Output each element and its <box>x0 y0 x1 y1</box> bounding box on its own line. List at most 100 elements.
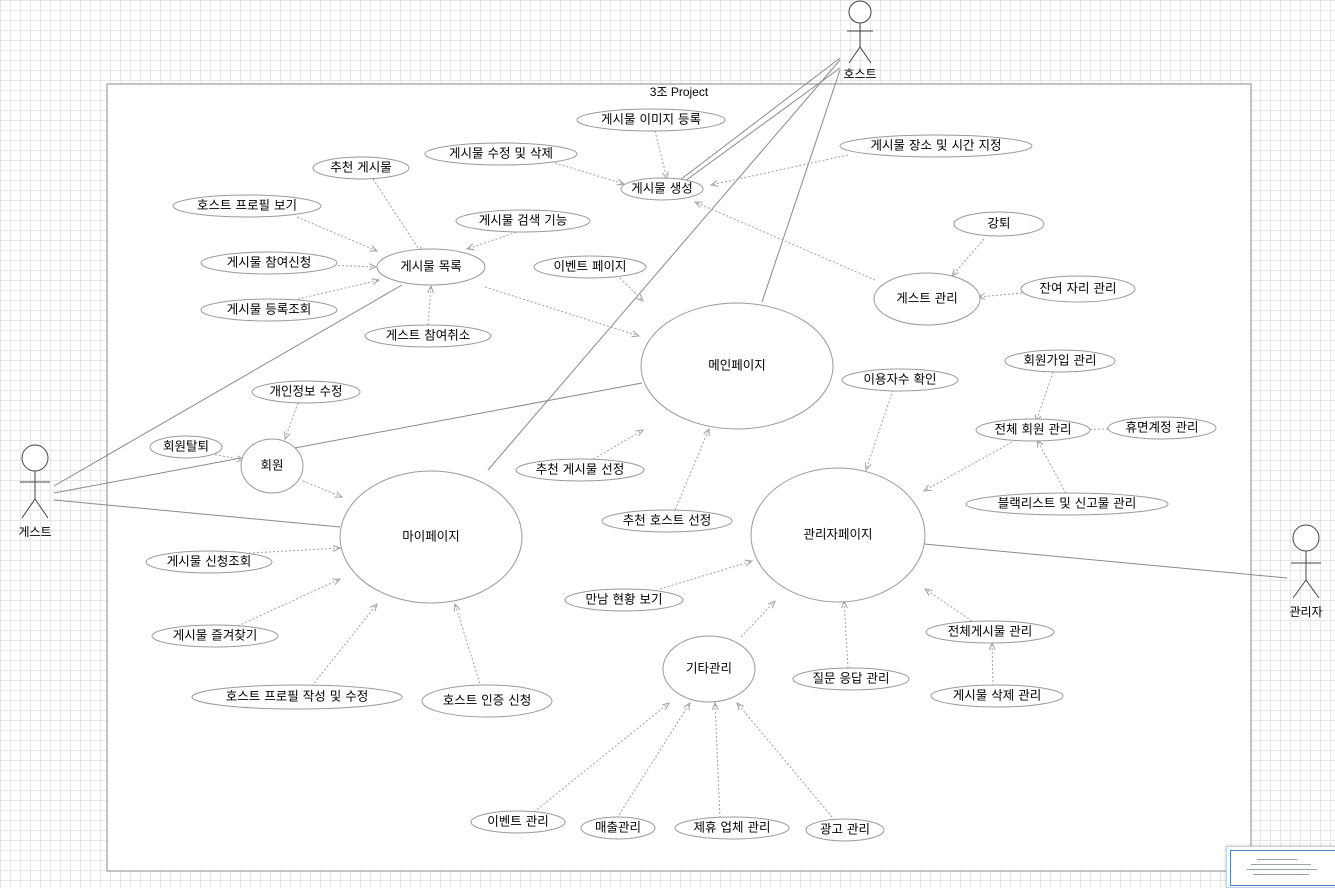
svg-text:게시물 즐겨찾기: 게시물 즐겨찾기 <box>173 628 257 643</box>
uc-personal-info-edit[interactable]: 개인정보 수정 <box>251 380 361 404</box>
system-title: 3조 Project <box>650 85 709 99</box>
svg-text:게시물 목록: 게시물 목록 <box>400 259 461 274</box>
assoc-host-main <box>761 69 841 303</box>
uc-recommended-posts[interactable]: 추천 게시물 <box>312 156 410 180</box>
uc-recommended-host-select[interactable]: 추천 호스트 선정 <box>601 509 733 533</box>
uc-partner-manage[interactable]: 제휴 업체 관리 <box>674 816 790 840</box>
assoc-host-mypage <box>487 59 841 471</box>
svg-text:휴면계정 관리: 휴면계정 관리 <box>1126 420 1199 435</box>
uc-kick[interactable]: 강퇴 <box>953 211 1045 237</box>
svg-text:제휴 업체 관리: 제휴 업체 관리 <box>694 820 771 835</box>
minimap-line <box>1257 859 1297 860</box>
uc-post-registration-view[interactable]: 게시물 등록조회 <box>200 298 338 322</box>
assoc-guest-list <box>53 284 403 487</box>
svg-text:게시물 수정 및 삭제: 게시물 수정 및 삭제 <box>449 146 553 161</box>
svg-text:회원: 회원 <box>260 458 283 473</box>
svg-text:회원가입 관리: 회원가입 관리 <box>1024 353 1097 368</box>
uc-user-count[interactable]: 이용자수 확인 <box>841 368 959 392</box>
svg-text:게시물 검색 기능: 게시물 검색 기능 <box>479 213 567 228</box>
svg-text:호스트 프로필 작성 및 수정: 호스트 프로필 작성 및 수정 <box>226 689 368 704</box>
uc-guest-cancel[interactable]: 게스트 참여취소 <box>364 324 492 348</box>
uc-host-verify[interactable]: 호스트 인증 신청 <box>421 684 553 718</box>
svg-text:게스트 관리: 게스트 관리 <box>896 291 957 306</box>
assoc-host-post-create <box>679 57 841 181</box>
minimap-line <box>1247 869 1317 870</box>
uc-all-member-manage[interactable]: 전체 회원 관리 <box>975 418 1091 442</box>
uc-dormant-manage[interactable]: 휴면계정 관리 <box>1107 416 1217 440</box>
svg-text:전체게시물 관리: 전체게시물 관리 <box>948 624 1032 639</box>
uc-withdraw[interactable]: 회원탈퇴 <box>149 435 223 459</box>
association-lines <box>53 57 1288 579</box>
assoc-admin-adminpage <box>923 543 1288 579</box>
dependency-lines <box>210 130 1109 819</box>
actor-host[interactable] <box>847 0 873 64</box>
svg-text:추천 호스트 선정: 추천 호스트 선정 <box>623 513 711 528</box>
uc-main-page[interactable]: 메인페이지 <box>640 302 834 430</box>
uc-all-posts-manage[interactable]: 전체게시물 관리 <box>925 620 1055 644</box>
uc-member[interactable]: 회원 <box>240 438 304 494</box>
svg-text:개인정보 수정: 개인정보 수정 <box>270 384 343 399</box>
uc-post-delete-manage[interactable]: 게시물 삭제 관리 <box>930 684 1064 708</box>
actor-admin[interactable] <box>1291 524 1321 599</box>
uc-etc-manage[interactable]: 기타관리 <box>662 635 756 703</box>
uc-post-edit-delete[interactable]: 게시물 수정 및 삭제 <box>424 142 578 166</box>
uc-admin-page[interactable]: 관리자페이지 <box>750 467 926 603</box>
uc-post-apply[interactable]: 게시물 참여신청 <box>200 251 338 275</box>
actor-guest[interactable] <box>20 444 50 519</box>
uc-remaining-seats[interactable]: 잔여 자리 관리 <box>1020 275 1136 303</box>
svg-text:마이페이지: 마이페이지 <box>402 529 460 544</box>
uc-favorites[interactable]: 게시물 즐겨찾기 <box>151 624 279 648</box>
svg-text:회원탈퇴: 회원탈퇴 <box>163 439 209 454</box>
svg-text:게시물 생성: 게시물 생성 <box>631 181 692 196</box>
svg-text:게스트 참여취소: 게스트 참여취소 <box>386 328 470 343</box>
uc-blacklist-manage[interactable]: 블랙리스트 및 신고물 관리 <box>965 492 1169 516</box>
uc-recommended-post-select[interactable]: 추천 게시물 선정 <box>515 458 645 482</box>
svg-text:추천 게시물 선정: 추천 게시물 선정 <box>536 462 624 477</box>
svg-text:게시물 등록조회: 게시물 등록조회 <box>227 302 311 317</box>
svg-text:추천 게시물: 추천 게시물 <box>330 160 391 175</box>
svg-text:광고 관리: 광고 관리 <box>820 822 870 837</box>
svg-text:이벤트 관리: 이벤트 관리 <box>487 814 548 829</box>
svg-text:메인페이지: 메인페이지 <box>708 358 766 373</box>
svg-text:이벤트 페이지: 이벤트 페이지 <box>554 259 627 274</box>
svg-text:블랙리스트 및 신고물 관리: 블랙리스트 및 신고물 관리 <box>998 496 1136 511</box>
assoc-guest-main <box>53 382 643 494</box>
uc-post-search[interactable]: 게시물 검색 기능 <box>455 209 591 233</box>
uc-member-signup-manage[interactable]: 회원가입 관리 <box>1004 349 1116 373</box>
outline-minimap[interactable] <box>1226 846 1335 888</box>
svg-text:질문 응답 관리: 질문 응답 관리 <box>813 671 890 686</box>
svg-text:게시물 신청조회: 게시물 신청조회 <box>167 554 251 569</box>
uc-ad-manage[interactable]: 광고 관리 <box>805 818 885 842</box>
uc-post-application-view[interactable]: 게시물 신청조회 <box>145 550 273 574</box>
uc-my-page[interactable]: 마이페이지 <box>339 470 523 604</box>
svg-text:게시물 장소 및 시간 지정: 게시물 장소 및 시간 지정 <box>871 138 1002 153</box>
uc-meeting-status[interactable]: 만남 현황 보기 <box>564 588 684 612</box>
svg-text:이용자수 확인: 이용자수 확인 <box>864 372 937 387</box>
assoc-host-post-create-2 <box>684 67 841 182</box>
assoc-guest-mypage <box>53 499 341 528</box>
svg-text:호스트 인증 신청: 호스트 인증 신청 <box>443 693 531 708</box>
uc-guest-manage[interactable]: 게스트 관리 <box>873 272 981 326</box>
uc-host-profile-view[interactable]: 호스트 프로필 보기 <box>172 194 322 218</box>
svg-text:만남 현황 보기: 만남 현황 보기 <box>586 592 663 607</box>
uc-sales-manage[interactable]: 매출관리 <box>580 816 656 840</box>
svg-text:게시물 삭제 관리: 게시물 삭제 관리 <box>953 688 1041 703</box>
uc-post-list[interactable]: 게시물 목록 <box>376 248 486 286</box>
uc-qna-manage[interactable]: 질문 응답 관리 <box>792 667 910 691</box>
svg-text:호스트 프로필 보기: 호스트 프로필 보기 <box>197 198 297 213</box>
actor-host-label: 호스트 <box>843 67 876 81</box>
svg-text:전체 회원 관리: 전체 회원 관리 <box>995 422 1072 437</box>
svg-text:관리자페이지: 관리자페이지 <box>803 527 872 542</box>
uc-event-page[interactable]: 이벤트 페이지 <box>533 255 647 279</box>
uc-host-profile-edit[interactable]: 호스트 프로필 작성 및 수정 <box>191 684 403 710</box>
actor-guest-label: 게스트 <box>18 525 51 539</box>
use-cases: 게시물 이미지 등록 게시물 수정 및 삭제 게시물 장소 및 시간 지정 게시… <box>145 108 1217 842</box>
uc-post-place-time[interactable]: 게시물 장소 및 시간 지정 <box>839 134 1033 158</box>
uc-event-manage[interactable]: 이벤트 관리 <box>470 810 566 834</box>
svg-text:게시물 이미지 등록: 게시물 이미지 등록 <box>601 112 701 127</box>
svg-text:매출관리: 매출관리 <box>595 820 641 835</box>
uc-post-image-register[interactable]: 게시물 이미지 등록 <box>576 108 726 132</box>
svg-text:기타관리: 기타관리 <box>686 661 732 676</box>
uc-post-create[interactable]: 게시물 생성 <box>620 177 704 201</box>
